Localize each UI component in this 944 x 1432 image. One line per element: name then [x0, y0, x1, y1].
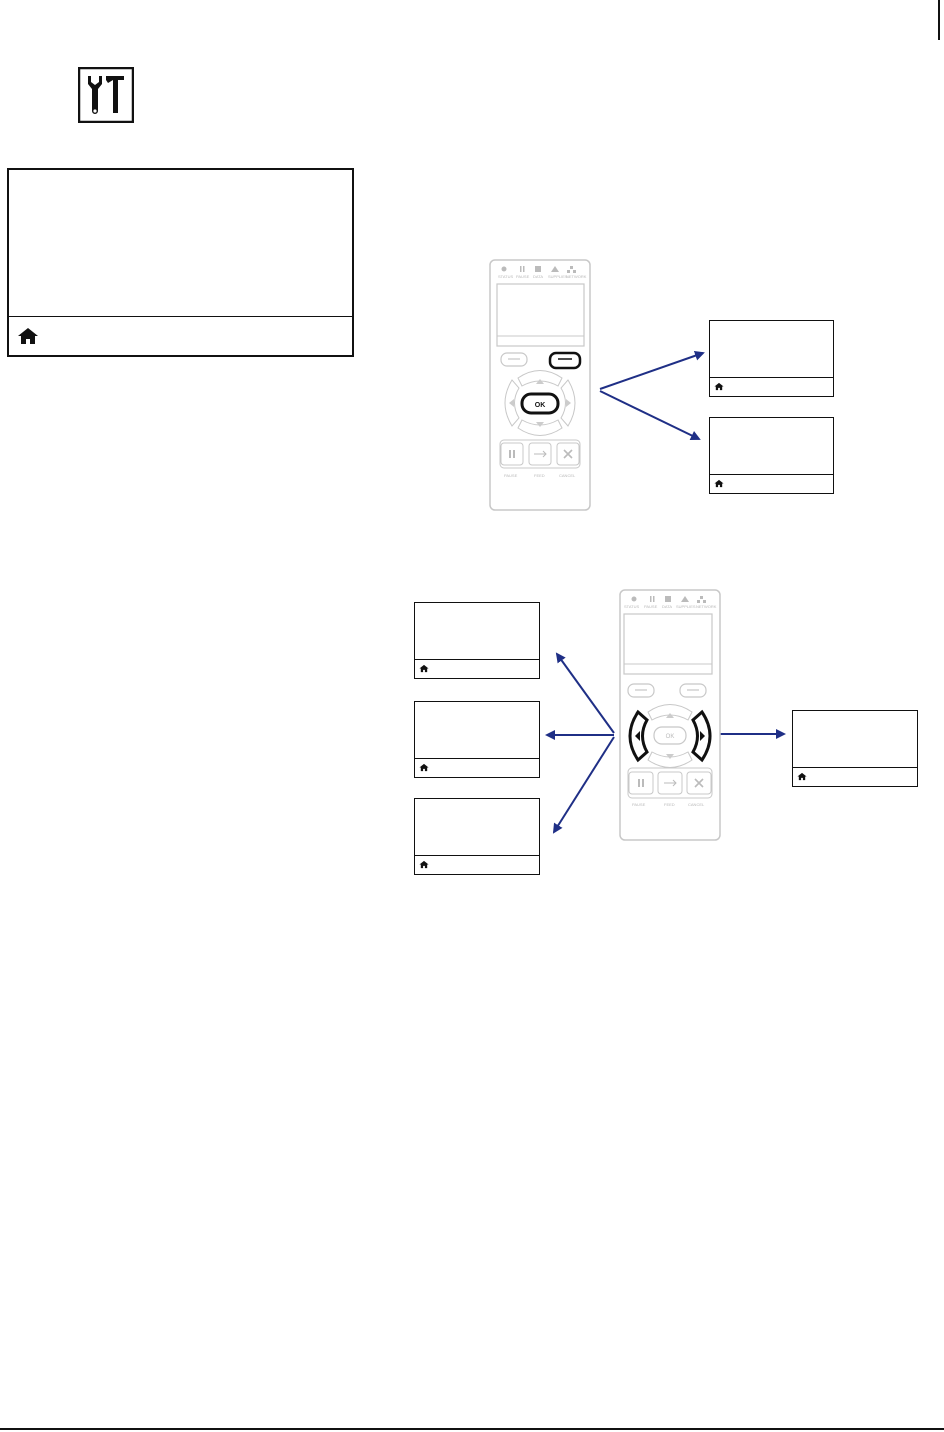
display-screen-prev-1	[414, 602, 540, 679]
svg-text:OK: OK	[535, 402, 546, 409]
svg-text:DATA: DATA	[662, 604, 672, 609]
footer-rule	[0, 1428, 944, 1430]
svg-text:FEED: FEED	[534, 473, 545, 478]
svg-text:CANCEL: CANCEL	[559, 473, 576, 478]
home-icon	[797, 772, 807, 781]
svg-text:NETWORK: NETWORK	[566, 274, 587, 279]
svg-text:CANCEL: CANCEL	[688, 802, 705, 807]
svg-text:DATA: DATA	[533, 274, 543, 279]
display-screen-prev-3	[414, 798, 540, 875]
display-screen-next	[792, 710, 918, 787]
svg-text:PAUSE: PAUSE	[516, 274, 530, 279]
svg-text:SUPPLIES: SUPPLIES	[548, 274, 568, 279]
page-tab-marker	[938, 0, 944, 40]
svg-text:FEED: FEED	[664, 802, 675, 807]
svg-text:NETWORK: NETWORK	[696, 604, 717, 609]
display-screen-prev-2	[414, 701, 540, 778]
home-icon	[714, 382, 724, 391]
home-icon	[419, 763, 429, 772]
svg-text:PAUSE: PAUSE	[504, 473, 518, 478]
home-icon	[419, 664, 429, 673]
svg-text:PAUSE: PAUSE	[644, 604, 658, 609]
display-status-bar	[9, 316, 352, 355]
display-screen-result-2	[709, 417, 834, 494]
home-icon	[714, 479, 724, 488]
display-screen-large	[7, 168, 354, 357]
display-screen-result-1	[709, 320, 834, 397]
svg-text:SUPPLIES: SUPPLIES	[676, 604, 696, 609]
home-icon	[419, 860, 429, 869]
svg-text:STATUS: STATUS	[624, 604, 640, 609]
svg-text:STATUS: STATUS	[498, 274, 514, 279]
svg-text:OK: OK	[666, 734, 675, 740]
home-icon	[18, 328, 38, 344]
svg-text:PAUSE: PAUSE	[632, 802, 646, 807]
tools-icon	[77, 66, 135, 124]
